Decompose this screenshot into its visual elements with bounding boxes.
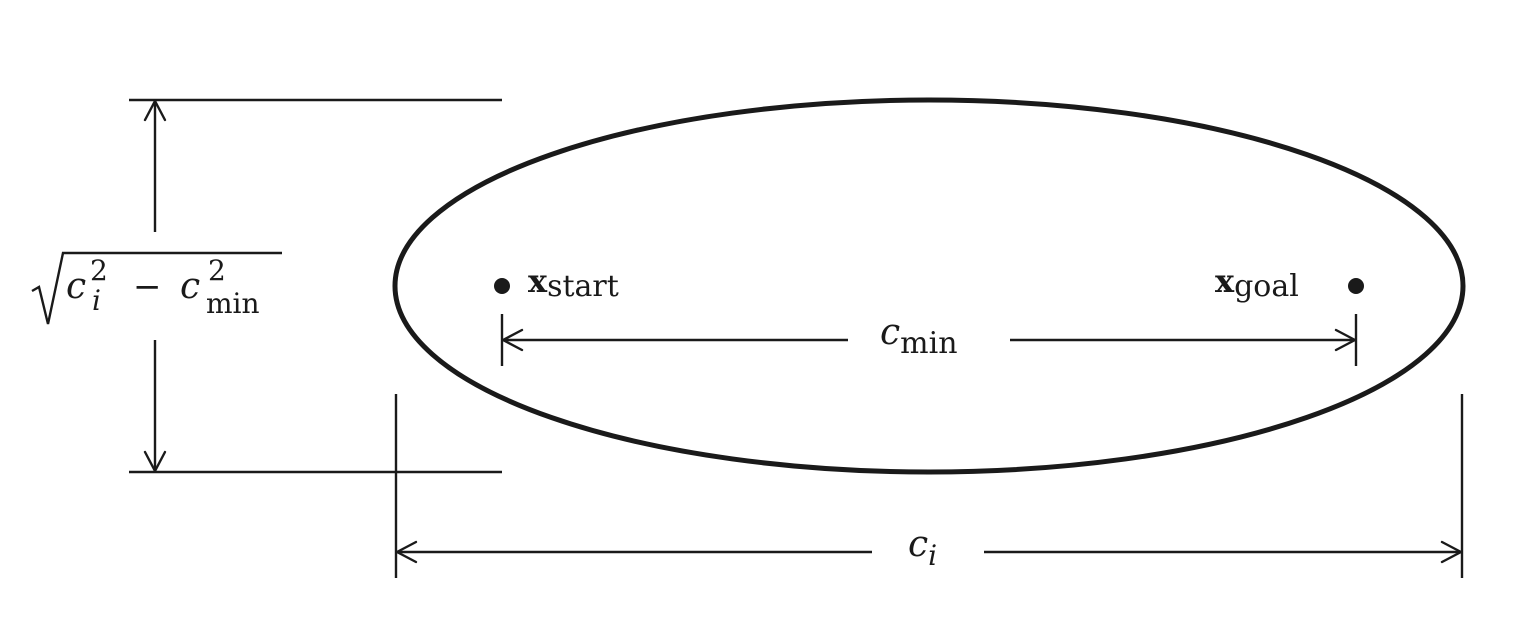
cmin-arrowhead-right [1334, 328, 1357, 352]
cmin-label: cmin [880, 312, 958, 361]
ci-label: ci [908, 524, 937, 572]
informed-ellipse [392, 97, 1466, 475]
sqrt-radical-icon [31, 251, 282, 325]
cmin-arrowhead-left [501, 328, 524, 352]
start-label-sub: start [547, 269, 619, 304]
start-label-main: x [528, 262, 548, 300]
minor-axis-c1-main: c [66, 266, 86, 307]
minor-arrowhead-bottom [143, 450, 167, 473]
minor-axis-c1-sup: 2 [90, 254, 108, 287]
ci-arrowhead-right [1440, 540, 1463, 564]
goal-label: xgoal [1215, 262, 1299, 304]
cmin-label-sub: min [900, 326, 957, 361]
minor-axis-c1: c [66, 266, 86, 307]
ci-label-sub: i [928, 539, 937, 572]
start-point [494, 278, 510, 294]
goal-point [1348, 278, 1364, 294]
goal-label-main: x [1215, 262, 1235, 300]
start-label: xstart [528, 262, 619, 304]
cmin-label-main: c [880, 312, 900, 353]
minor-axis-c2: c [180, 266, 200, 307]
ci-label-main: c [908, 524, 928, 565]
minor-axis-c1-sub: i [92, 284, 101, 317]
ci-arrowhead-left [395, 540, 418, 564]
goal-label-sub: goal [1234, 269, 1299, 304]
minor-axis-minus: − [133, 267, 162, 307]
minor-axis-c2-sub: min [206, 287, 260, 320]
minor-axis-c2-sup: 2 [208, 254, 226, 287]
minor-arrowhead-top [143, 99, 167, 122]
